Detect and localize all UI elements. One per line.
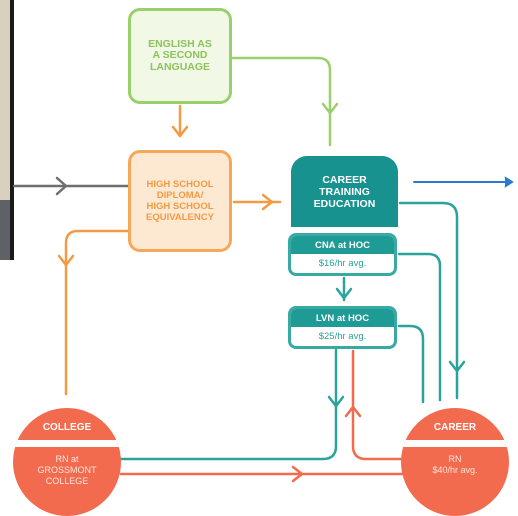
hs-line-2: DIPLOMA/ [156,190,204,201]
cna-title: CNA at HOC [291,236,394,254]
lvn-wage: $25/hr avg. [318,331,367,342]
cte-line-2: TRAINING [319,185,370,198]
node-high-school-diploma: HIGH SCHOOL DIPLOMA/ HIGH SCHOOL EQUIVAL… [128,150,232,252]
arrowhead-outgoing [504,176,514,188]
node-cna-at-hoc: CNA at HOC $16/hr avg. [288,233,397,276]
arrowhead-career-to-lvn [344,405,362,418]
career-body-line-2: $40/hr avg. [432,465,478,475]
arrowhead-college-to-career [291,465,304,483]
arrowhead-incoming [55,176,68,196]
career-divider [401,440,509,447]
arrowhead-high-school-to-college [57,254,75,267]
career-header: CAREER [433,422,477,433]
arrow-cna-to-career [397,252,442,402]
node-english-second-language: ENGLISH AS A SECOND LANGUAGE [128,8,232,104]
college-body-line-2: GROSSMONT [37,465,97,475]
arrowhead-career-training-to-career [448,360,466,373]
background-photo-edge [0,0,14,260]
hs-line-3: HIGH SCHOOL [146,201,214,212]
arrow-lvn-to-college [119,348,338,461]
career-body: RN $40/hr avg. [401,447,509,516]
college-body-line-1: RN at [55,454,79,464]
hs-line-1: HIGH SCHOOL [146,179,214,190]
esl-line-3: LANGUAGE [149,60,211,73]
esl-line-1: ENGLISH AS [148,37,212,50]
arrowhead-esl-to-career-training [321,102,339,115]
cna-wage: $16/hr avg. [318,258,367,269]
hs-line-4: EQUIVALENCY [146,212,214,223]
node-career: CAREER RN $40/hr avg. [401,408,509,516]
node-lvn-at-hoc: LVN at HOC $25/hr avg. [288,306,397,349]
lvn-title: LVN at HOC [291,309,394,327]
career-body-line-1: RN [448,454,462,464]
arrow-high-school-to-college [64,229,130,396]
arrowhead-cna-to-lvn [335,287,353,300]
node-career-training-education: CAREER TRAINING EDUCATION [291,156,398,227]
arrowhead-lvn-to-college [327,395,345,408]
college-body: RN at GROSSMONT COLLEGE [13,447,121,516]
cte-line-1: CAREER [322,173,367,186]
college-header: COLLEGE [42,422,92,433]
cte-line-3: EDUCATION [313,197,376,210]
college-divider [13,440,121,447]
college-body-line-3: COLLEGE [45,476,89,486]
arrow-esl-to-career-training [230,56,332,147]
arrowhead-esl-to-high-school [171,125,189,138]
arrowhead-high-school-to-career-training [261,193,274,211]
node-college: COLLEGE RN at GROSSMONT COLLEGE [13,408,121,516]
arrow-career-to-lvn [351,349,404,461]
arrow-career-training-to-career [398,201,459,400]
esl-line-2: A SECOND [152,49,208,62]
arrow-lvn-to-career [397,324,425,404]
